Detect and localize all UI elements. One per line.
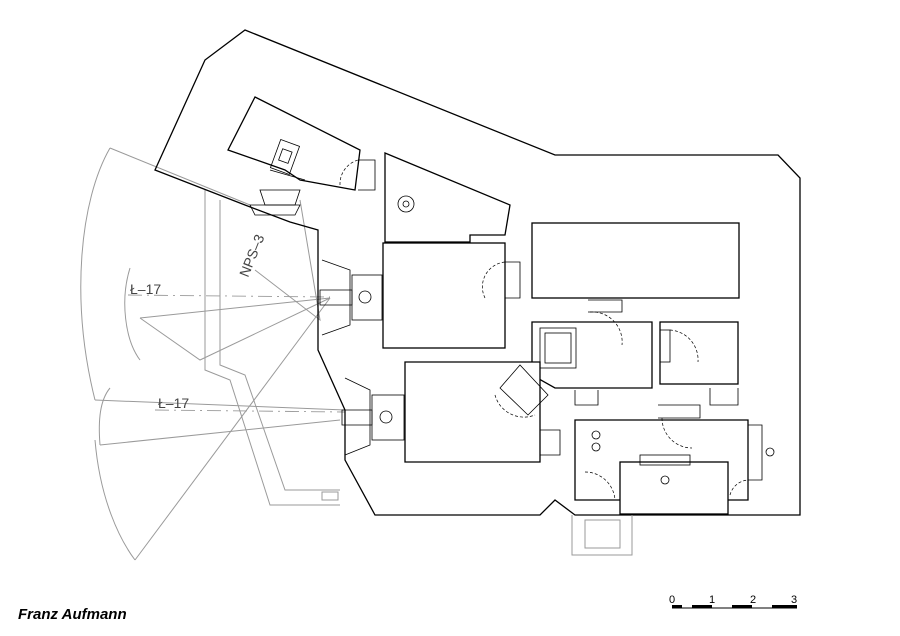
embrasure-room-lower [404, 361, 541, 463]
scale-tick-1: 1 [709, 594, 715, 606]
embrasure-room-upper [382, 242, 506, 349]
scale-tick-2: 2 [750, 594, 756, 606]
author-credit: Franz Aufmann [18, 606, 127, 623]
fire-sectors [80, 129, 346, 561]
turret-room [227, 96, 361, 191]
entrance-annex [571, 515, 633, 556]
scale-tick-3: 3 [791, 594, 797, 606]
room-small-right [659, 321, 739, 385]
hatch-icon [397, 195, 415, 213]
embrasure-lower-icon [341, 377, 405, 456]
room-top-right [531, 222, 740, 299]
embrasure-upper-icon [319, 259, 383, 336]
equipment-icon [539, 327, 577, 369]
embrasure-label-upper: Ł–17 [130, 281, 161, 297]
scale-tick-0: 0 [669, 594, 675, 606]
room-bottom [619, 461, 729, 515]
turret-mount-icon [249, 138, 306, 216]
embrasure-label-lower: Ł–17 [158, 395, 189, 411]
scale-bar: 0 1 2 3 [669, 594, 797, 609]
room-upper-middle [384, 152, 511, 243]
outer-wall [154, 29, 801, 516]
room-equipment [531, 321, 653, 389]
turret-label: NPS–3 [236, 232, 268, 279]
